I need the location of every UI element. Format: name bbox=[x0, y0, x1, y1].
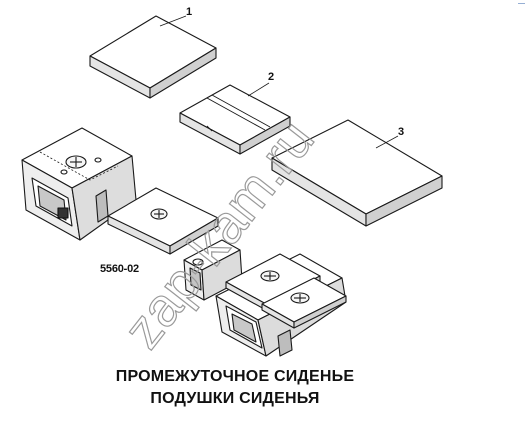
seat-base-pad bbox=[107, 187, 219, 255]
callout-label-3: 3 bbox=[398, 126, 405, 138]
leader-line-3 bbox=[375, 135, 399, 149]
callout-label-1: 1 bbox=[186, 6, 193, 18]
corner-mark: — bbox=[518, 0, 525, 7]
seat-bracket bbox=[183, 239, 243, 301]
part-code-label: 5560-02 bbox=[100, 263, 139, 275]
caption-line-2: ПОДУШКИ СИДЕНЬЯ bbox=[150, 390, 320, 407]
cushion-pad-2 bbox=[179, 84, 291, 155]
leader-line-1 bbox=[159, 15, 187, 27]
cushion-pad-1 bbox=[89, 15, 217, 99]
intermediate-seat-frame bbox=[21, 127, 137, 241]
leader-line-2 bbox=[247, 82, 270, 97]
callout-label-2: 2 bbox=[268, 71, 275, 83]
caption-line-1: ПРОМЕЖУТОЧНОЕ СИДЕНЬЕ bbox=[115, 368, 355, 385]
cushion-pad-3 bbox=[271, 119, 443, 227]
cushion-pad-small-rear bbox=[261, 277, 347, 329]
callout-leaders bbox=[159, 15, 399, 149]
